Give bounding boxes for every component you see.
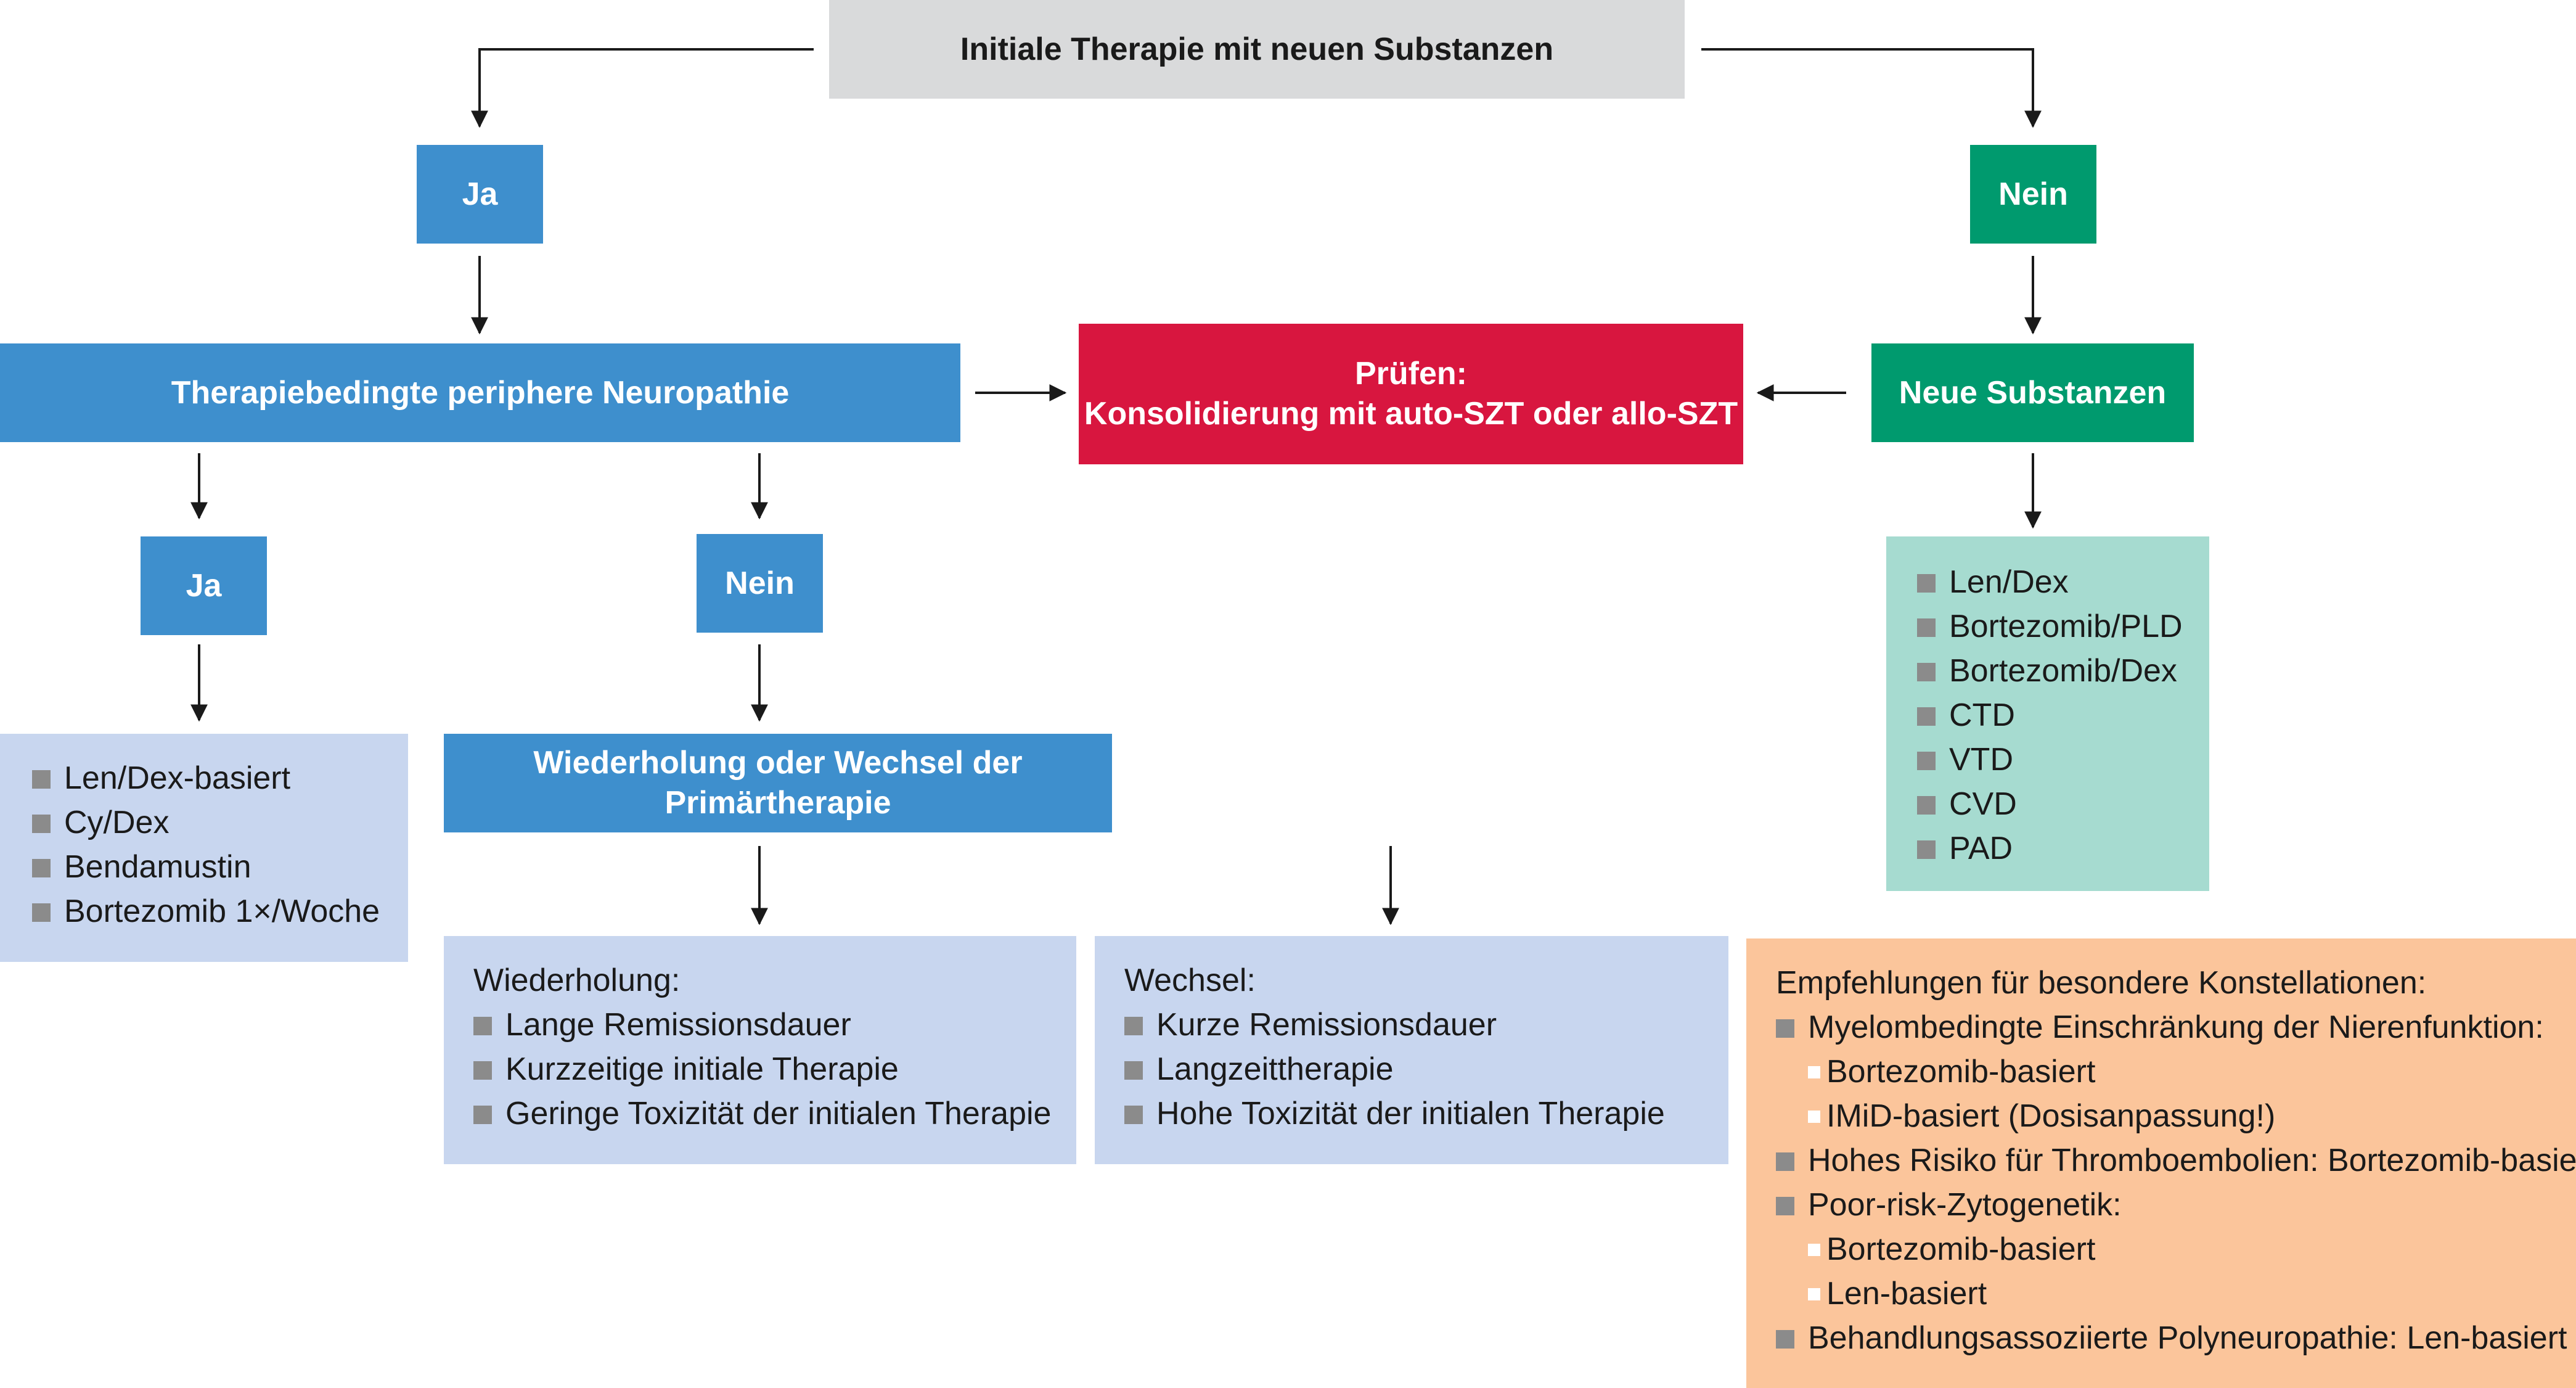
repeat-or-switch-box: Wiederholung oder Wechsel der Primärther… [444, 734, 1112, 832]
list-item: Bendamustin [32, 845, 408, 889]
list-item: Hohes Risiko für Thromboembolien: Bortez… [1776, 1138, 2576, 1183]
switch-criteria-box: Wechsel: Kurze Remissionsdauer Langzeitt… [1095, 936, 1728, 1164]
list-item: Hohe Toxizität der initialen Therapie [1124, 1091, 1728, 1136]
list-item: Poor-risk-Zytogenetik: [1776, 1183, 2576, 1227]
arrow-top-to-nein [1701, 48, 2042, 128]
list-item: Cy/Dex [32, 800, 408, 845]
list-item: Bortezomib/PLD [1917, 604, 2209, 649]
initial-therapy-label: Initiale Therapie mit neuen Substanzen [960, 31, 1554, 67]
new-substances-list-box: Len/Dex Bortezomib/PLD Bortezomib/Dex CT… [1886, 536, 2209, 891]
list-item: Kurzzeitige initiale Therapie [473, 1047, 1076, 1091]
check-text: Konsolidierung mit auto-SZT oder allo-SZ… [1084, 396, 1738, 432]
switch-title: Wechsel: [1124, 963, 1256, 998]
initial-therapy-box: Initiale Therapie mit neuen Substanzen [829, 0, 1685, 99]
neuropathy-label: Therapiebedingte periphere Neuropathie [171, 374, 790, 411]
list-item: Langzeittherapie [1124, 1047, 1728, 1091]
nein-box: Nein [1970, 145, 2096, 244]
nein2-box: Nein [697, 534, 823, 633]
recommendations-list: Myelombedingte Einschränkung der Nierenf… [1776, 1005, 2576, 1360]
ja-label: Ja [462, 176, 498, 212]
sub-list-item: Bortezomib-basiert [1776, 1049, 2576, 1094]
repeat-or-switch-label: Wiederholung oder Wechsel der Primärther… [533, 745, 1023, 821]
list-item: Len/Dex [1917, 560, 2209, 604]
ja-box: Ja [417, 145, 543, 244]
repeat-criteria-list: Lange Remissionsdauer Kurzzeitige initia… [473, 1003, 1076, 1136]
ja-options-list: Len/Dex-basiert Cy/Dex Bendamustin Borte… [32, 756, 408, 934]
list-item: Kurze Remissionsdauer [1124, 1003, 1728, 1047]
recommendations-box: Empfehlungen für besondere Konstellation… [1746, 938, 2576, 1388]
list-item: CTD [1917, 693, 2209, 737]
sub-list-item: IMiD-basiert (Dosisanpassung!) [1776, 1094, 2576, 1138]
list-item: Lange Remissionsdauer [473, 1003, 1076, 1047]
ja-options-box: Len/Dex-basiert Cy/Dex Bendamustin Borte… [0, 734, 408, 962]
sub-list-item: Len-basiert [1776, 1271, 2576, 1316]
ja2-label: Ja [186, 567, 222, 604]
list-item: VTD [1917, 737, 2209, 782]
sub-list-item: Bortezomib-basiert [1776, 1227, 2576, 1271]
switch-criteria-list: Kurze Remissionsdauer Langzeittherapie H… [1124, 1003, 1728, 1136]
ja2-box: Ja [141, 536, 267, 635]
repeat-title: Wiederholung: [473, 963, 681, 998]
list-item: Len/Dex-basiert [32, 756, 408, 800]
repeat-criteria-box: Wiederholung: Lange Remissionsdauer Kurz… [444, 936, 1076, 1164]
list-item: Behandlungsassoziierte Polyneuropathie: … [1776, 1316, 2576, 1360]
list-item: Bortezomib 1×/Woche [32, 889, 408, 934]
arrow-top-to-ja [471, 48, 814, 128]
nein-label: Nein [1998, 176, 2068, 212]
new-substances-list: Len/Dex Bortezomib/PLD Bortezomib/Dex CT… [1917, 560, 2209, 871]
new-substances-box: Neue Substanzen [1871, 343, 2194, 442]
neuropathy-box: Therapiebedingte periphere Neuropathie [0, 343, 960, 442]
nein2-label: Nein [725, 565, 795, 601]
check-title: Prüfen: [1355, 356, 1467, 392]
new-substances-label: Neue Substanzen [1899, 374, 2167, 411]
list-item: PAD [1917, 826, 2209, 871]
list-item: Geringe Toxizität der initialen Therapie [473, 1091, 1076, 1136]
list-item: CVD [1917, 782, 2209, 826]
recommendations-title: Empfehlungen für besondere Konstellation… [1776, 965, 2427, 1001]
list-item: Bortezomib/Dex [1917, 649, 2209, 693]
list-item: Myelombedingte Einschränkung der Nierenf… [1776, 1005, 2576, 1049]
consolidation-check-box: Prüfen: Konsolidierung mit auto-SZT oder… [1079, 324, 1743, 464]
